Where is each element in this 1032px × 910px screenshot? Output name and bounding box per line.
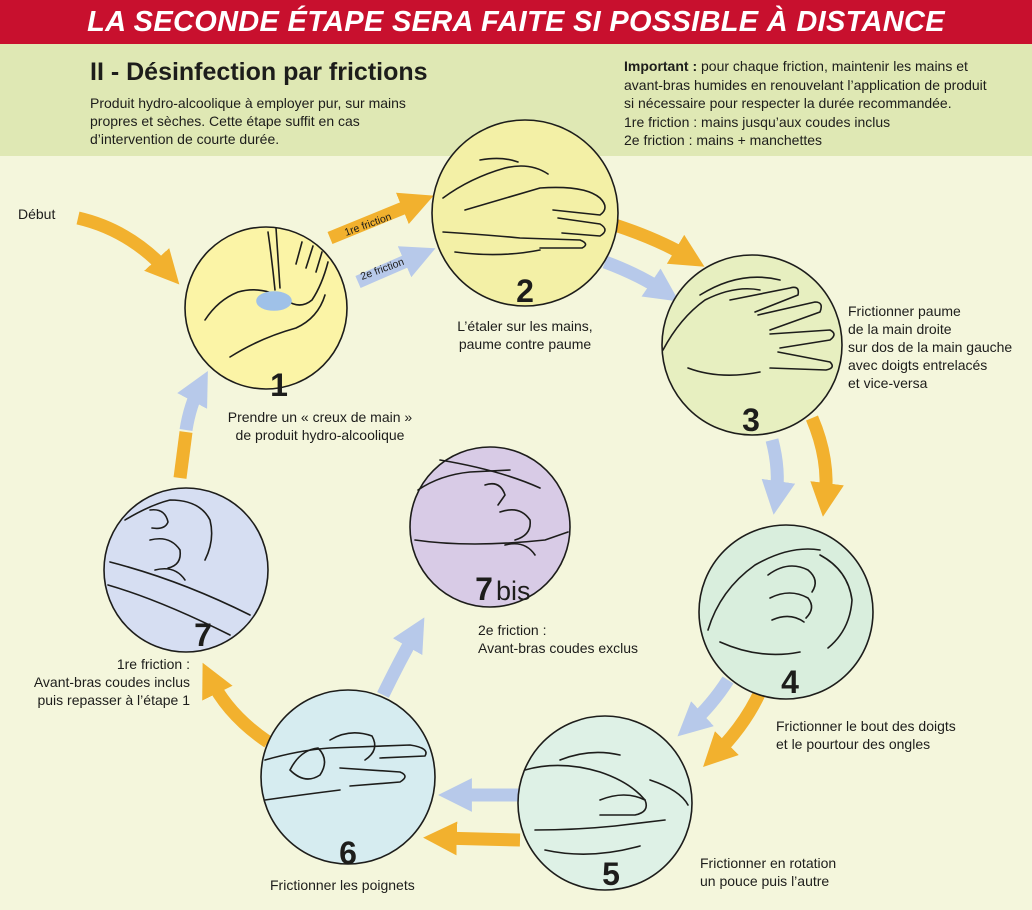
step-6-label: Frictionner les poignets [270,877,415,893]
important-line-4: 2e friction : mains + manchettes [624,132,823,148]
important-line-3: 1re friction : mains jusqu’aux coudes in… [624,113,891,130]
first-friction-label: 1re friction [343,211,393,239]
step-1-number: 1 [270,367,288,403]
hands-fingertips-icon [707,548,853,656]
step-6-circle [260,689,436,865]
hands-palm-to-palm-icon [442,157,606,256]
arrow-5-6-orange [423,821,521,856]
step-7-number: 7 [194,617,212,653]
arrow-3-4-orange [806,415,844,517]
step-3-circle [661,254,843,436]
step-7bis-number: 7 [475,571,493,607]
arrow-6-7bis [377,617,425,698]
step-7-circle [103,487,269,653]
hands-forearm-7bis-icon [414,459,569,556]
step-7bis-circle [409,446,571,608]
step-2-circle [431,119,619,307]
step-7bis-suffix: bis [496,576,531,606]
arrow-start [76,211,180,285]
arrow-1-2-second [355,246,436,288]
arrow-1-2-first [327,192,434,245]
section-title: II - Désinfection par frictions [90,58,428,86]
step-1-label: Prendre un « creux de main »de produit h… [227,409,413,443]
hands-thumb-rotation-icon [524,751,689,855]
step-4-circle [698,524,874,700]
important-line-0: Important : pour chaque friction, mainte… [624,58,968,74]
top-banner: LA SECONDE ÉTAPE SERA FAITE SI POSSIBLE … [0,0,1032,44]
step-4-number: 4 [781,664,799,700]
arrow-2-3-blue [602,255,679,302]
arrow-4-5-blue [677,676,734,737]
section-intro: Produit hydro-alcoolique à employer pur,… [90,95,406,147]
arrow-6-7 [202,662,272,748]
second-friction-label: 2e friction [359,256,406,283]
step-2-label: L’étaler sur les mains,paume contre paum… [457,318,593,352]
step-2-number: 2 [516,273,534,309]
step-6-number: 6 [339,835,357,871]
hands-wrist-icon [264,732,427,801]
important-line-1: avant-bras humides en renouvelant l’appl… [624,76,987,93]
arrow-7-1-orange [173,431,193,479]
arrow-3-4-blue [761,438,796,515]
hands-interlaced-icon [662,276,835,376]
step-7bis-label: 2e friction :Avant-bras coudes exclus [478,622,639,656]
important-line-2: si nécessaire pour respecter la durée re… [624,95,952,111]
important-label: Important : [624,58,698,74]
arrow-7-1-blue [177,371,208,432]
hands-forearm-icon [107,499,251,636]
step-3-number: 3 [742,402,760,438]
step-5-number: 5 [602,856,620,892]
important-note: Important : pour chaque friction, mainte… [624,57,1024,150]
hand-cupped-icon [204,227,329,358]
start-label: Début [18,206,56,222]
arrow-2-3-orange [612,218,705,267]
